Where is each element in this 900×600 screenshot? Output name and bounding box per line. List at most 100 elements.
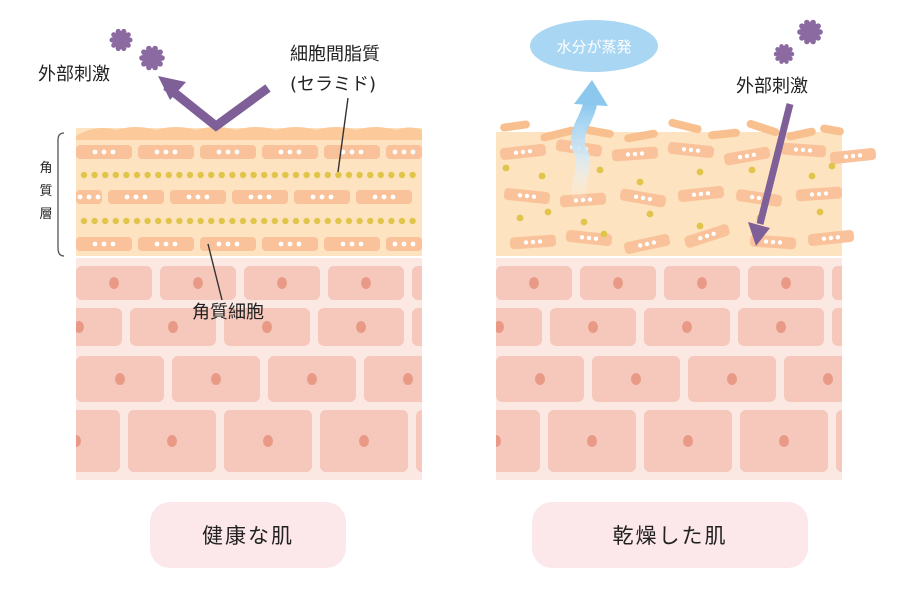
- cell-dot: [287, 241, 293, 247]
- cell-dot: [637, 243, 643, 248]
- cell-nucleus: [168, 321, 178, 333]
- cell-nucleus: [115, 373, 125, 385]
- cell-dot: [843, 154, 849, 159]
- skin-cell: [76, 308, 122, 346]
- stratum-label-char-2: 質: [39, 184, 52, 199]
- cell-dot: [92, 149, 98, 155]
- stratum-label-char-1: 角: [39, 161, 52, 176]
- cell-dot: [777, 240, 783, 245]
- cell-dot: [86, 194, 92, 200]
- lipid-dot: [292, 217, 300, 225]
- cell-dot: [816, 191, 822, 197]
- cell-dot: [704, 233, 710, 239]
- lipid-dot: [80, 217, 88, 225]
- cell-nucleus: [403, 373, 413, 385]
- dry-skin-panel: 水分が蒸発 外部刺激: [496, 19, 877, 480]
- cell-dot: [823, 191, 829, 196]
- cell-dot: [698, 191, 704, 197]
- lipid-dot: [596, 166, 604, 174]
- lipid-dot: [398, 171, 406, 179]
- lipid-dot: [112, 217, 120, 225]
- cell-nucleus: [76, 321, 84, 333]
- skin-cell: [496, 410, 540, 472]
- cell-dot: [857, 153, 863, 158]
- cell-dot: [711, 231, 716, 237]
- cell-dot: [531, 194, 537, 199]
- cell-dot: [698, 235, 703, 241]
- cell-dot: [800, 147, 806, 153]
- skin-cell: [832, 308, 842, 346]
- skin-cell: [76, 410, 120, 472]
- disordered-keratinocyte-cells: [499, 139, 877, 254]
- lipid-dot: [239, 217, 247, 225]
- virus-particle-icon: [109, 28, 165, 71]
- cell-dot: [142, 194, 148, 200]
- cell-nucleus: [76, 435, 81, 447]
- cell-dot: [744, 153, 750, 159]
- cell-dot: [234, 149, 240, 155]
- cell-dot: [737, 155, 743, 160]
- lipid-dot: [112, 171, 120, 179]
- cell-dot: [751, 152, 757, 157]
- skin-cell: [364, 356, 422, 402]
- cell-dot: [647, 197, 653, 202]
- lipid-dot: [165, 217, 172, 225]
- lipid-dot: [580, 218, 588, 226]
- cell-dot: [527, 149, 533, 154]
- skin-cell: [496, 308, 542, 346]
- cell-dot: [340, 149, 346, 155]
- healthy-skin-panel: 角 質 層 外部刺激 細胞間脂質 (セラミド) 角質細胞: [38, 28, 465, 480]
- lipid-dot: [502, 164, 510, 172]
- lipid-dot: [197, 217, 204, 225]
- cell-dot: [410, 149, 416, 155]
- stratum-corneum-bracket: [57, 132, 65, 257]
- cell-dot: [296, 149, 302, 155]
- evaporation-arrow-head-icon: [574, 80, 608, 106]
- cell-dot: [517, 193, 523, 198]
- virus-body: [800, 22, 820, 42]
- lipid-dot: [91, 171, 98, 179]
- cell-dot: [195, 194, 201, 200]
- cell-nucleus: [823, 373, 833, 385]
- lipid-dot: [646, 210, 654, 218]
- lipid-dot: [123, 171, 130, 179]
- lipid-label-line2: (セラミド): [290, 74, 376, 95]
- cell-dot: [124, 194, 130, 200]
- cell-dot: [154, 149, 160, 155]
- peeling-scale: [624, 129, 658, 143]
- cell-dot: [809, 192, 815, 197]
- lipid-dot: [186, 171, 194, 179]
- cell-dot: [92, 241, 98, 247]
- lipid-dot: [816, 208, 824, 216]
- cell-nucleus: [356, 321, 366, 333]
- cell-dot: [821, 236, 827, 241]
- cell-dot: [523, 240, 529, 245]
- cell-nucleus: [588, 321, 598, 333]
- lipid-dot: [91, 217, 98, 225]
- dry-skin-caption: 乾燥した肌: [532, 502, 808, 568]
- lipid-dot: [398, 217, 406, 225]
- keratinocyte-leader-line: [207, 243, 223, 301]
- cell-dot: [579, 235, 585, 240]
- peeling-scale: [786, 127, 816, 141]
- cell-nucleus: [529, 277, 539, 289]
- intercellular-lipid-dots: [80, 171, 416, 225]
- lipid-dot: [102, 171, 109, 179]
- peeling-surface-scales: [500, 118, 844, 143]
- skin-cell: [836, 410, 842, 472]
- cell-dot: [225, 149, 231, 155]
- cell-dot: [793, 147, 799, 152]
- cell-nucleus: [455, 435, 465, 447]
- lipid-dot: [229, 217, 236, 225]
- lower-skin-cells: [496, 258, 842, 480]
- cell-dot: [154, 241, 160, 247]
- deflect-arrow-head-icon: [158, 76, 186, 100]
- cell-nucleus: [359, 435, 369, 447]
- cell-dot: [204, 194, 210, 200]
- lipid-dot: [144, 217, 151, 225]
- cell-dot: [216, 241, 222, 247]
- cell-dot: [234, 241, 240, 247]
- cell-nucleus: [193, 277, 203, 289]
- cell-dot: [401, 241, 407, 247]
- cell-nucleus: [445, 277, 455, 289]
